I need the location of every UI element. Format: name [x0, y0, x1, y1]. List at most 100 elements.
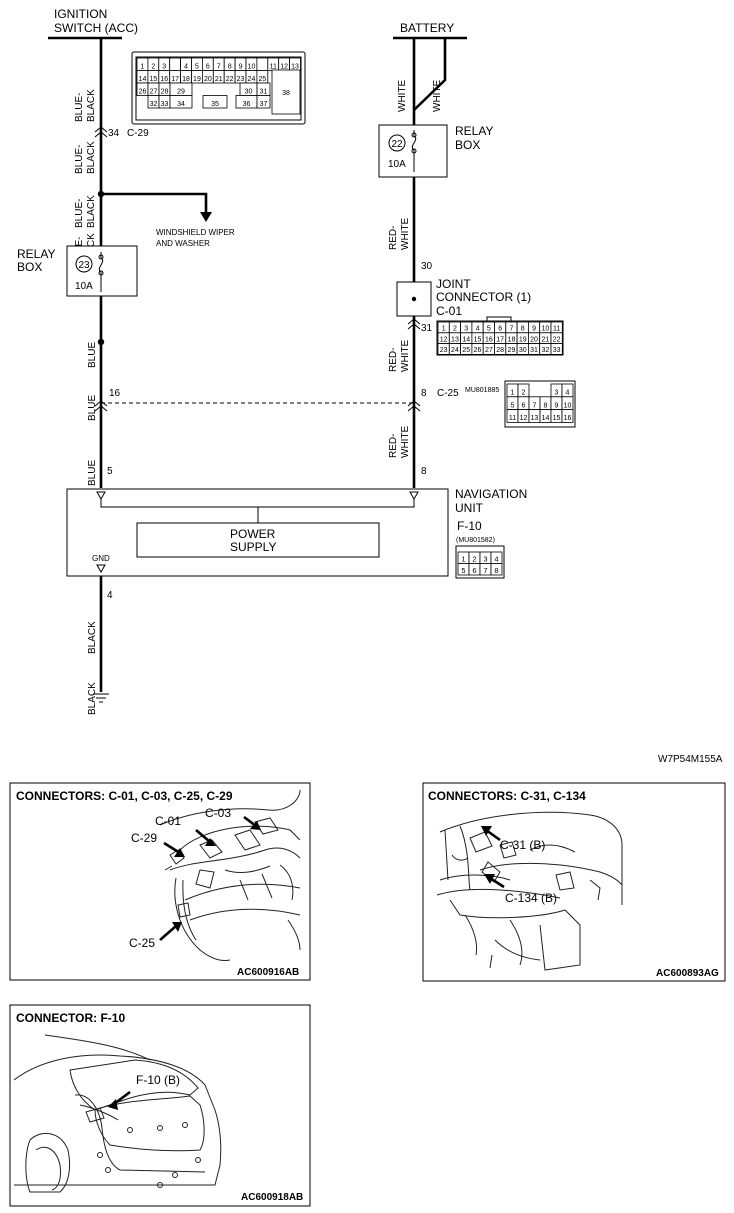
c29-cell — [169, 95, 193, 109]
relay-box-right-label-1: RELAY — [455, 124, 493, 138]
panel-1-title: CONNECTORS: C-01, C-03, C-25, C-29 — [16, 789, 233, 803]
c29-pin: 20 — [204, 76, 212, 83]
callout-c03: C-03 — [205, 806, 231, 820]
c29-pin: 14 — [139, 76, 147, 83]
panel-c31-c134: CONNECTORS: C-31, C-134 C-31 (B) C-134 (… — [422, 782, 726, 982]
c01-pin: 1 — [442, 326, 446, 333]
fuse-23-rating: 10A — [75, 281, 93, 292]
c01-pin: 31 — [530, 347, 538, 354]
c29-pin: 34 — [177, 101, 185, 108]
svg-text:WHITE: WHITE — [400, 217, 411, 250]
c25-part: MU801885 — [465, 387, 499, 394]
c01-pin: 17 — [496, 336, 504, 343]
nav-unit-label-1: NAVIGATION — [455, 487, 527, 501]
pin-30: 30 — [421, 261, 433, 272]
c25-pin: 1 — [511, 390, 515, 397]
c29-pin: 5 — [195, 63, 199, 70]
c25-pin: 4 — [566, 390, 570, 397]
c01-pin: 32 — [541, 347, 549, 354]
windshield-label-2: AND WASHER — [156, 239, 210, 248]
fuse-23-badge — [75, 255, 93, 273]
c29-pin: 26 — [139, 88, 147, 95]
svg-text:BLACK: BLACK — [86, 89, 97, 122]
joint-connector-label-1: JOINT — [436, 277, 471, 291]
battery-title: BATTERY — [400, 21, 454, 35]
c25-pin: 5 — [511, 402, 515, 409]
callout-c25: C-25 — [129, 936, 155, 950]
wire-label-rw-2: RED- WHITE — [388, 339, 411, 372]
svg-text:WHITE: WHITE — [400, 425, 411, 458]
svg-text:RED-: RED- — [388, 226, 399, 250]
gnd-label: GND — [92, 554, 110, 563]
f10-pin: 6 — [472, 566, 476, 575]
c29-pin: 34 — [108, 128, 120, 139]
c29-pin: 23 — [237, 76, 245, 83]
fuse-22-number: 22 — [392, 139, 404, 150]
svg-text:WHITE: WHITE — [432, 79, 443, 112]
c01-pin: 10 — [541, 326, 549, 333]
c29-pin: 29 — [177, 88, 185, 95]
c01-pin: 11 — [553, 326, 560, 333]
relay-box-left-label-1: RELAY — [17, 247, 55, 261]
ignition-switch-source: IGNITION SWITCH (ACC) — [48, 7, 138, 40]
c01-pin: 26 — [474, 347, 482, 354]
svg-text:BLUE-: BLUE- — [74, 145, 85, 174]
wire-label-rw-3: RED- WHITE — [388, 425, 411, 458]
c01-pin: 6 — [498, 326, 502, 333]
svg-text:BLUE: BLUE — [87, 460, 98, 486]
c29-pin: 19 — [193, 76, 201, 83]
power-feed-lines — [100, 499, 415, 523]
c25-pin: 14 — [542, 415, 550, 422]
f10-pin: 8 — [494, 566, 498, 575]
c01-pin: 7 — [509, 326, 513, 333]
c25-pin: 9 — [555, 402, 559, 409]
c29-pin: 32 — [150, 101, 158, 108]
f10-cell — [490, 563, 503, 576]
c01-pin: 16 — [485, 336, 493, 343]
callout-c31: C-31 (B) — [500, 838, 545, 852]
fuse-22-badge — [388, 134, 406, 152]
c29-pin: 37 — [260, 101, 268, 108]
wire-label-blue-1: BLUE — [87, 342, 98, 368]
c01-pin: 14 — [462, 336, 470, 343]
svg-text:BLACK: BLACK — [86, 195, 97, 228]
c25-pin: 7 — [533, 402, 537, 409]
joint-connector-label-2: CONNECTOR (1) — [436, 290, 531, 304]
c29-big-cell — [271, 69, 301, 115]
c01-pin: 21 — [541, 336, 549, 343]
svg-text:BLACK: BLACK — [86, 141, 97, 174]
pin-31: 31 — [421, 323, 433, 334]
joint-connector-id: C-01 — [436, 304, 462, 318]
panel-1-code: AC600916AB — [237, 967, 299, 978]
c01-pin: 23 — [440, 347, 448, 354]
c29-big-pin: 38 — [282, 90, 290, 97]
wire-label-black-2: BLACK — [87, 682, 98, 715]
c29-pin: 17 — [171, 76, 179, 83]
relay-box-left-label-2: BOX — [17, 260, 42, 274]
c29-cell — [202, 95, 228, 109]
wire-label-blue-3: BLUE — [87, 460, 98, 486]
c01-cell — [550, 343, 563, 355]
panel-3-code: AC600918AB — [241, 1192, 303, 1203]
c29-pin: 25 — [258, 76, 266, 83]
c29-pin: 13 — [291, 63, 299, 70]
pin-4: 4 — [107, 590, 113, 601]
c01-pin: 30 — [519, 347, 527, 354]
pin-16: 16 — [109, 388, 121, 399]
callout-c134: C-134 (B) — [505, 891, 557, 905]
f10-pin: 4 — [494, 554, 498, 563]
c01-pin: 22 — [553, 336, 561, 343]
svg-text:RED-: RED- — [388, 434, 399, 458]
c01-pin: 2 — [453, 326, 457, 333]
svg-text:WHITE: WHITE — [400, 339, 411, 372]
c29-pin: 18 — [182, 76, 190, 83]
c01-pin: 28 — [496, 347, 504, 354]
c01-pin: 13 — [451, 336, 459, 343]
c25-pin: 15 — [553, 415, 561, 422]
wire-label-bb-2: BLUE- BLACK — [74, 141, 97, 174]
c01-pin: 27 — [485, 347, 493, 354]
f10-pin: 1 — [461, 554, 465, 563]
svg-text:BLACK: BLACK — [87, 621, 98, 654]
c29-pin: 10 — [248, 63, 256, 70]
c01-pin: 12 — [440, 336, 448, 343]
